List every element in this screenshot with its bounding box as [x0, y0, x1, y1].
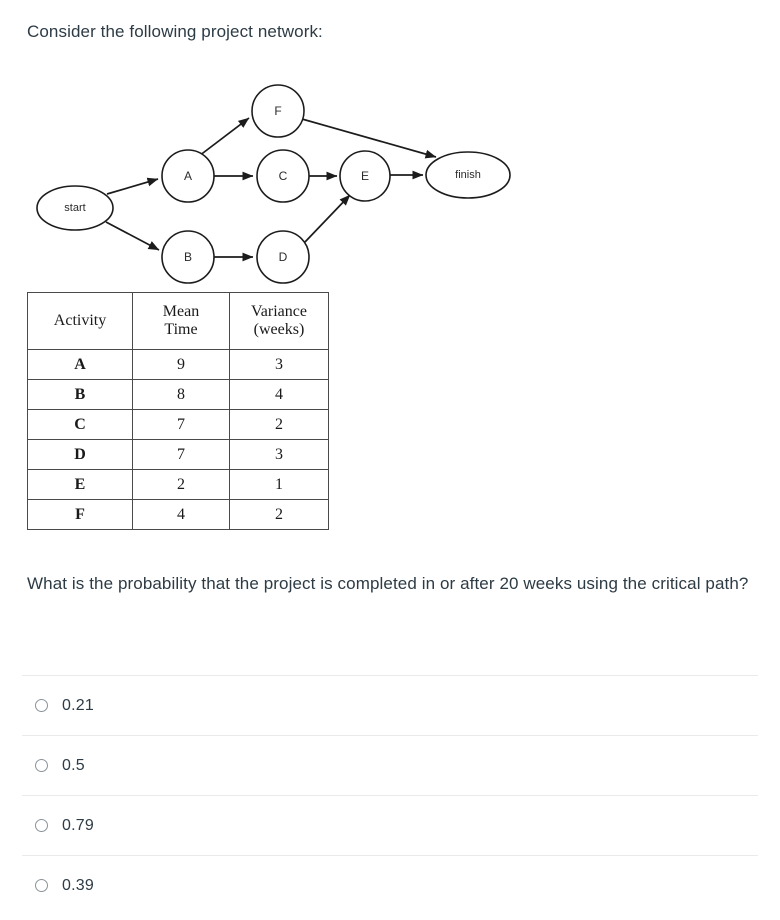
- edge-D-to-E: [304, 194, 351, 243]
- node-start-label: start: [64, 202, 85, 214]
- answer-option-1[interactable]: 0.5: [22, 735, 758, 795]
- prompt-intro-text: Consider the following project network:: [27, 22, 323, 41]
- edge-start-to-A: [106, 177, 159, 195]
- cell-mean-time: 8: [132, 379, 230, 410]
- radio-button-icon[interactable]: [35, 759, 48, 772]
- edge-F-to-finish: [301, 118, 437, 159]
- node-E-shape: [339, 150, 391, 202]
- node-D-shape: [256, 230, 310, 284]
- table-row: E 2 1: [27, 469, 329, 500]
- cell-activity: D: [27, 439, 133, 470]
- node-finish-label: finish: [455, 169, 481, 181]
- question-text: What is the probability that the project…: [27, 574, 749, 593]
- cell-variance: 2: [229, 499, 329, 530]
- table-row: C 7 2: [27, 409, 329, 440]
- column-header-activity-line1: Activity: [53, 312, 107, 329]
- table-row: D 7 3: [27, 439, 329, 470]
- edge-start-to-B: [105, 221, 160, 251]
- node-A-label: A: [184, 169, 192, 183]
- edge-A-to-F: [198, 117, 250, 157]
- cell-mean-time: 7: [132, 409, 230, 440]
- cell-mean-time: 2: [132, 469, 230, 500]
- table-row: B 8 4: [27, 379, 329, 410]
- node-F-label: F: [274, 104, 281, 118]
- node-D: D: [256, 230, 310, 284]
- cell-activity: A: [27, 349, 133, 380]
- radio-button-icon[interactable]: [35, 879, 48, 892]
- node-B-shape: [161, 230, 215, 284]
- column-header-variance-line1: Variance: [251, 303, 307, 320]
- node-start-shape: [36, 185, 114, 231]
- table-row: F 4 2: [27, 499, 329, 530]
- column-header-mean-time-line1: Mean: [162, 303, 200, 320]
- answer-option-2[interactable]: 0.79: [22, 795, 758, 855]
- cell-mean-time: 4: [132, 499, 230, 530]
- node-start: start: [36, 185, 114, 231]
- node-C: C: [256, 149, 310, 203]
- cell-variance: 1: [229, 469, 329, 500]
- network-svg: start A B C D E: [36, 84, 511, 284]
- cell-variance: 3: [229, 349, 329, 380]
- node-F-shape: [251, 84, 305, 138]
- column-header-variance-line2: (weeks): [253, 321, 305, 338]
- project-network-diagram: start A B C D E: [0, 72, 540, 287]
- answer-options-list: 0.21 0.5 0.79 0.39: [0, 675, 780, 915]
- column-header-mean-time-line2: Time: [164, 321, 198, 338]
- cell-mean-time: 7: [132, 439, 230, 470]
- node-F: F: [251, 84, 305, 138]
- column-header-variance: Variance (weeks): [229, 292, 329, 350]
- column-header-activity: Activity: [27, 292, 133, 350]
- answer-option-0[interactable]: 0.21: [22, 675, 758, 735]
- node-B: B: [161, 230, 215, 284]
- cell-mean-time: 9: [132, 349, 230, 380]
- node-finish: finish: [425, 151, 511, 199]
- node-D-label: D: [279, 250, 288, 264]
- cell-variance: 4: [229, 379, 329, 410]
- activity-data-table: Activity Mean Time Variance (weeks) A 9 …: [27, 292, 329, 530]
- cell-variance: 3: [229, 439, 329, 470]
- node-E: E: [339, 150, 391, 202]
- network-nodes: start A B C D E: [36, 84, 511, 284]
- table-header-row: Activity Mean Time Variance (weeks): [27, 292, 329, 350]
- cell-activity: B: [27, 379, 133, 410]
- radio-button-icon[interactable]: [35, 819, 48, 832]
- node-finish-shape: [425, 151, 511, 199]
- table-row: A 9 3: [27, 349, 329, 380]
- cell-activity: F: [27, 499, 133, 530]
- answer-option-label: 0.5: [62, 756, 85, 774]
- radio-button-icon[interactable]: [35, 699, 48, 712]
- node-A: A: [161, 149, 215, 203]
- cell-activity: C: [27, 409, 133, 440]
- node-B-label: B: [184, 250, 192, 264]
- node-A-shape: [161, 149, 215, 203]
- cell-variance: 2: [229, 409, 329, 440]
- answer-option-3[interactable]: 0.39: [22, 855, 758, 915]
- network-edges: [105, 117, 437, 262]
- cell-activity: E: [27, 469, 133, 500]
- table-body: A 9 3 B 8 4 C 7 2 D 7 3 E 2 1 F 4 2: [27, 349, 329, 530]
- answer-option-label: 0.39: [62, 876, 94, 894]
- table-head: Activity Mean Time Variance (weeks): [27, 292, 329, 350]
- answer-option-label: 0.21: [62, 696, 94, 714]
- answer-option-label: 0.79: [62, 816, 94, 834]
- node-C-shape: [256, 149, 310, 203]
- node-C-label: C: [279, 169, 288, 183]
- column-header-mean-time: Mean Time: [132, 292, 230, 350]
- node-E-label: E: [361, 169, 369, 183]
